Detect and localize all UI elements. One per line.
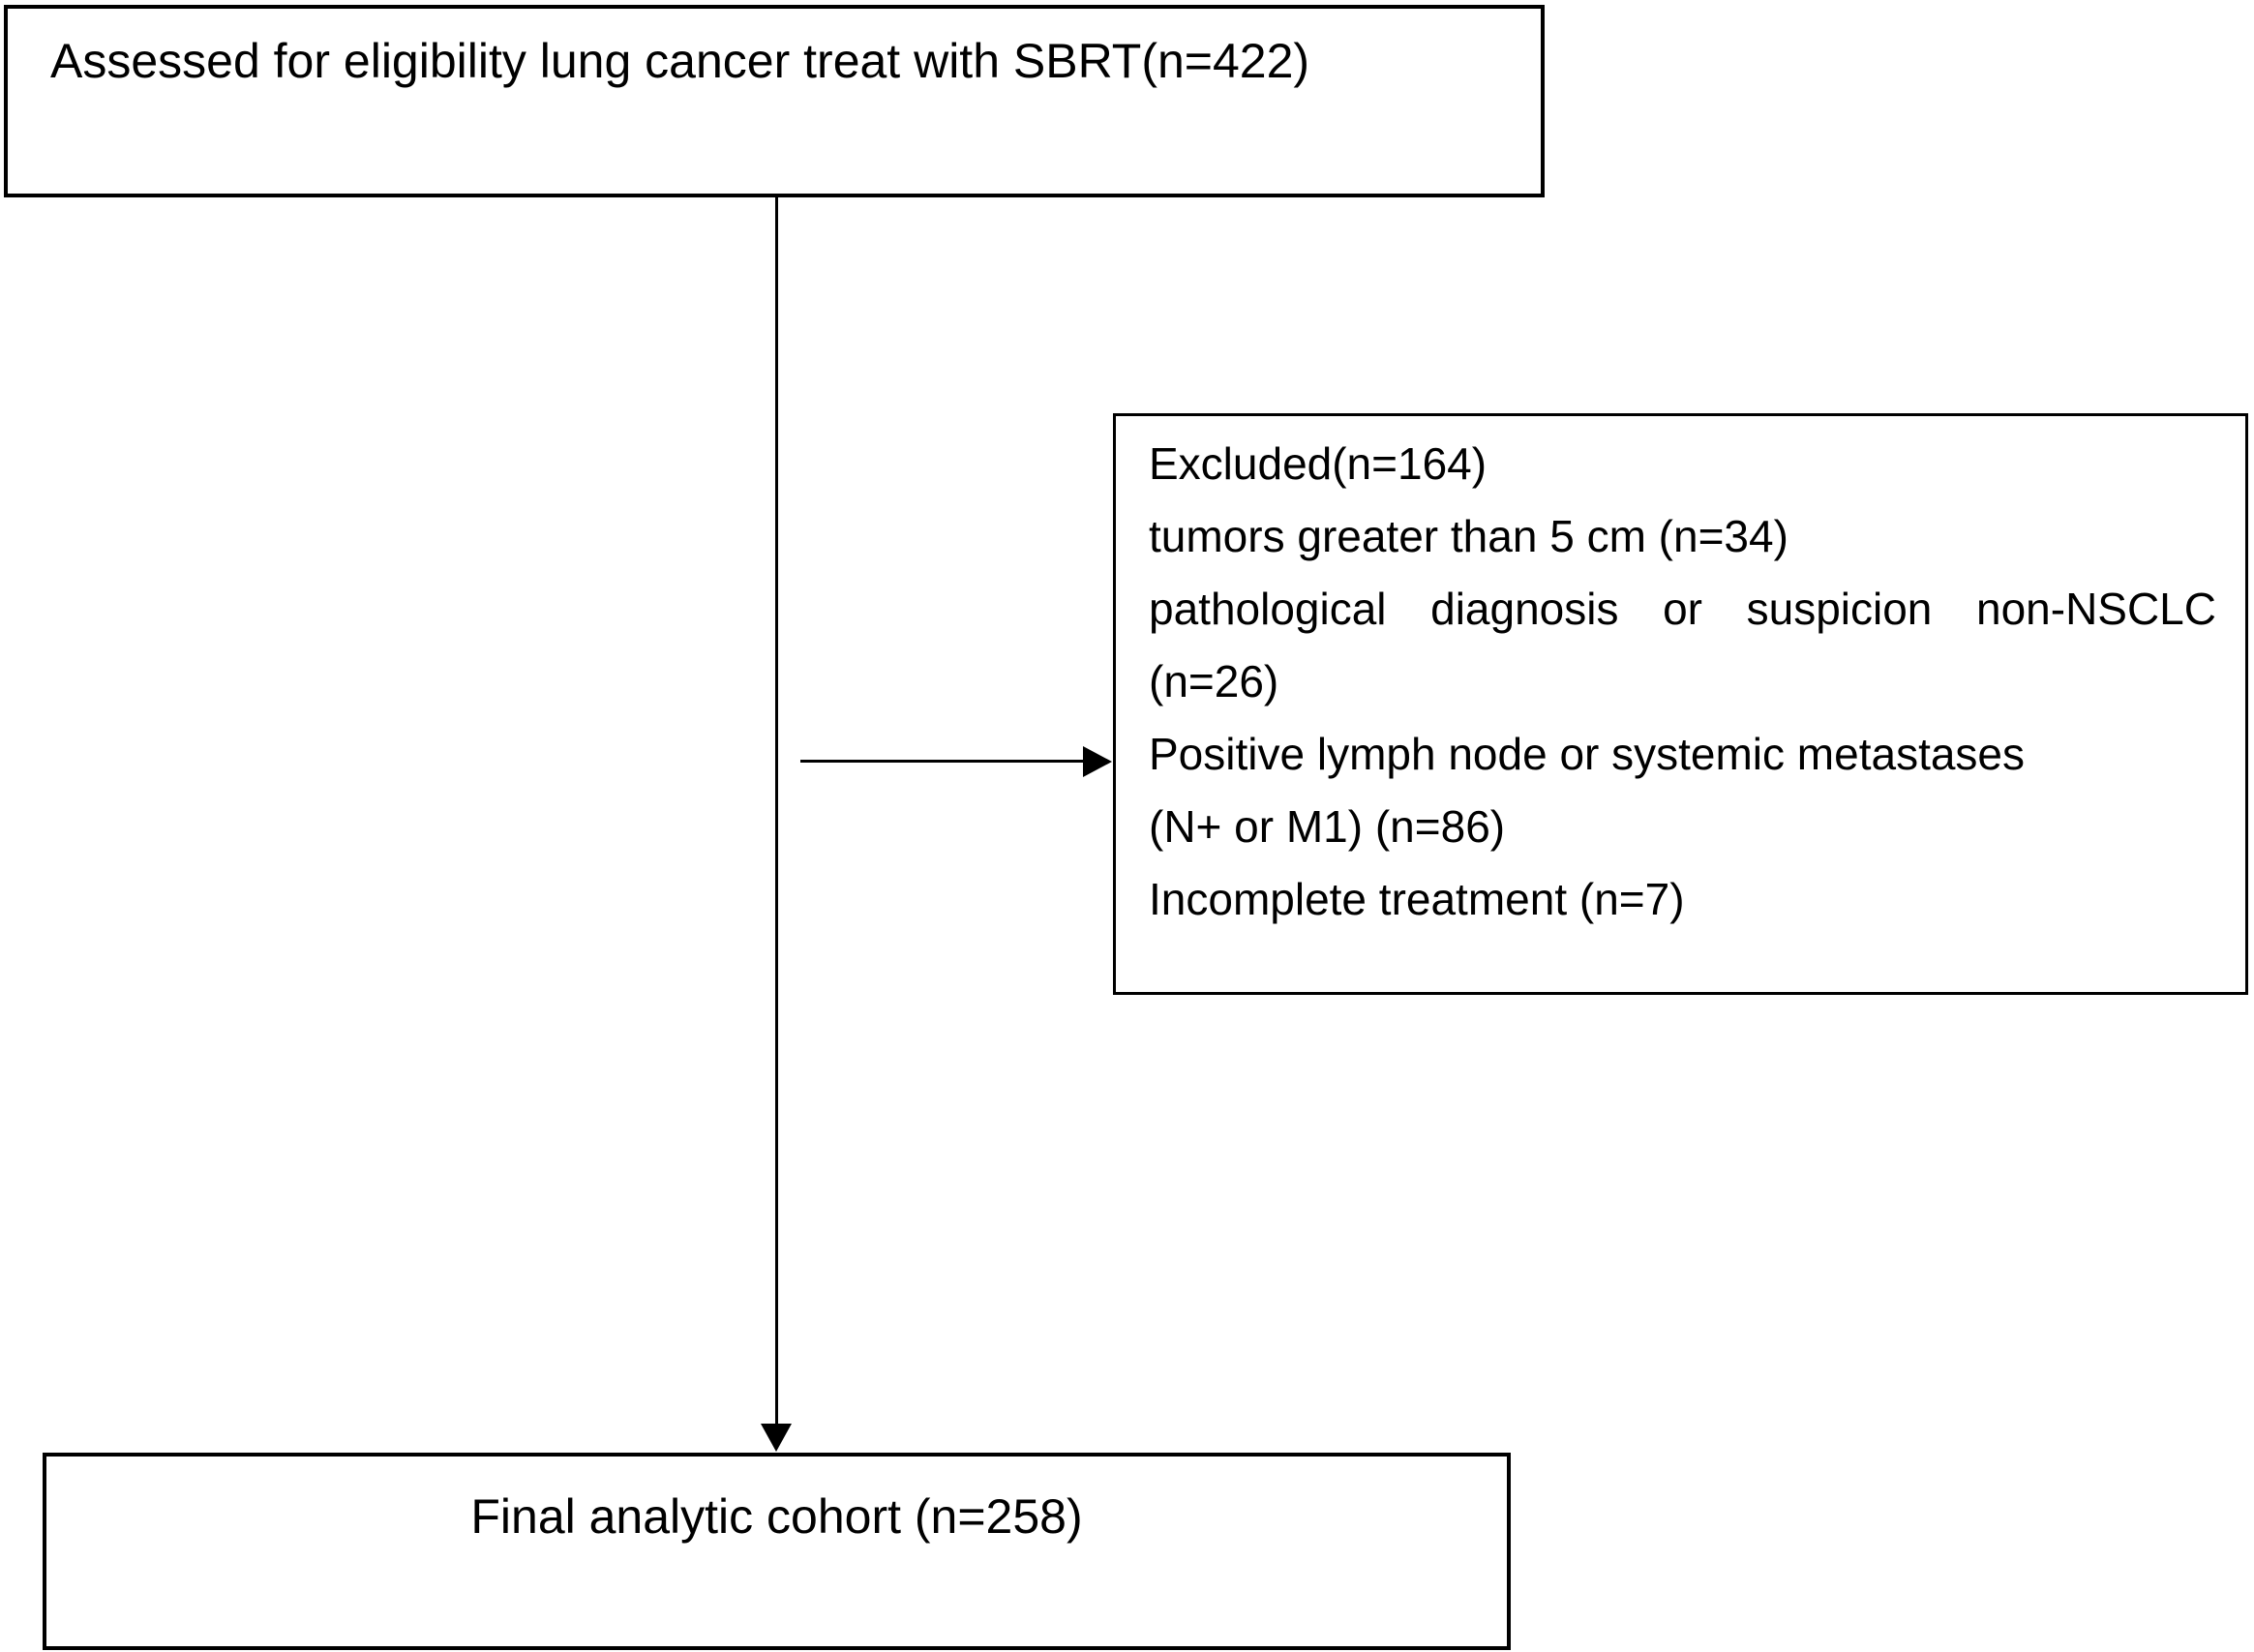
excluded-pathology-count-line: (n=26)	[1149, 656, 1279, 706]
excluded-total-line: Excluded(n=164)	[1149, 438, 1488, 489]
horizontal-connector-line	[800, 760, 1087, 763]
final-cohort-text: Final analytic cohort (n=258)	[470, 1489, 1083, 1544]
excluded-lymph-node-count-line: (N+ or M1) (n=86)	[1149, 801, 1506, 852]
arrowhead-right-icon	[1083, 746, 1112, 777]
final-cohort-box: Final analytic cohort (n=258)	[43, 1453, 1511, 1650]
excluded-tumors-line: tumors greater than 5 cm (n=34)	[1149, 511, 1788, 561]
assessed-eligibility-text: Assessed for eligibility lung cancer tre…	[50, 34, 1310, 88]
assessed-eligibility-box: Assessed for eligibility lung cancer tre…	[4, 5, 1545, 197]
excluded-incomplete-treatment-line: Incomplete treatment (n=7)	[1149, 874, 1685, 924]
excluded-pathology-line: pathological diagnosis or suspicion non-…	[1149, 584, 2216, 634]
excluded-lymph-node-line: Positive lymph node or systemic metastas…	[1149, 729, 2026, 779]
arrowhead-down-icon	[761, 1424, 792, 1452]
excluded-box: Excluded(n=164) tumors greater than 5 cm…	[1113, 413, 2248, 995]
vertical-connector-line	[775, 197, 778, 1427]
